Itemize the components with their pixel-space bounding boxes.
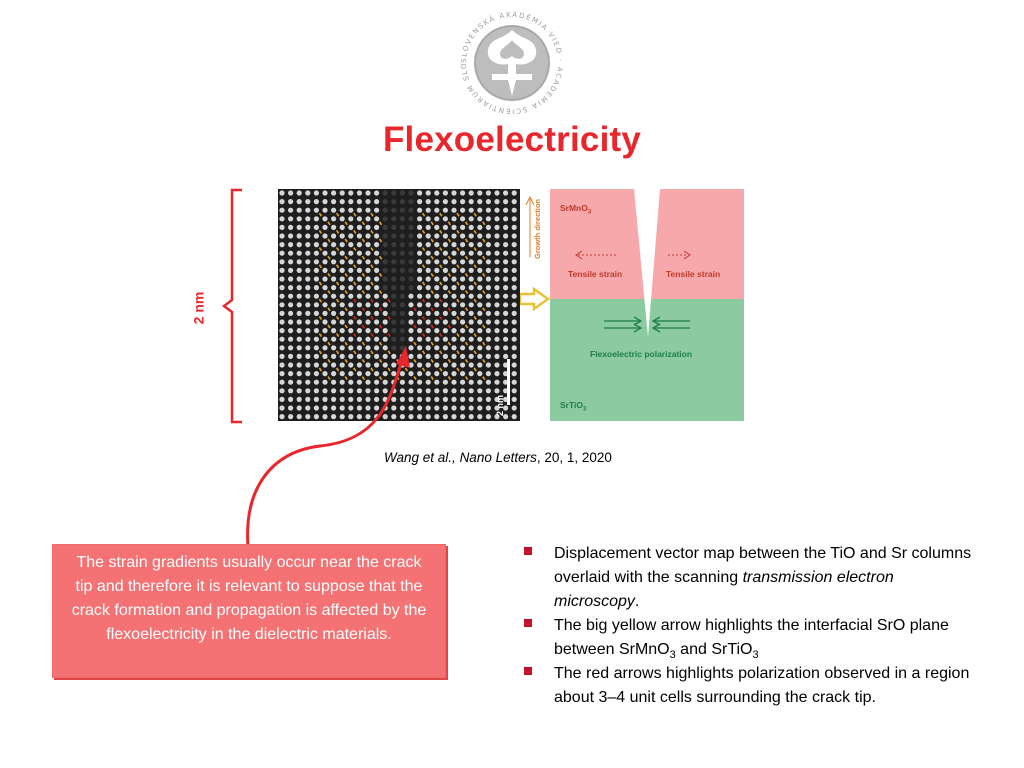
atomic-lattice-map [279,190,517,420]
stem-scalebar-label: 2 nm [495,395,505,417]
stem-scalebar [507,359,510,405]
yellow-interface-arrow [520,286,551,312]
bullet-item: Displacement vector map between the TiO … [520,542,980,614]
bullet-square-icon [524,619,532,627]
srtio3-label: SrTiO3 [560,400,587,413]
growth-direction-label: Growth direction [533,199,542,259]
bullet-item: The red arrows highlights polarization o… [520,662,980,710]
bullet-item: The big yellow arrow highlights the inte… [520,614,980,662]
academy-seal-icon: SLOVENSKÁ AKADÉMIA VIED · ACADEMIA SCIEN… [452,4,562,115]
scale-label: 2 nm [190,291,207,325]
bullet-list: Displacement vector map between the TiO … [520,542,980,710]
page-title: Flexoelectricity [382,120,642,159]
crack-wedge [634,189,660,337]
citation: Wang et al., Nano Letters, 20, 1, 2020 [384,450,612,465]
bullet-square-icon [524,667,532,675]
interface-schematic: SrMnO3 Tensile strain Tensile strain Fle… [520,189,746,423]
scale-bracket [222,188,242,424]
callout-arrow [246,346,410,547]
callout-box: The strain gradients usually occur near … [52,544,446,678]
stem-image: 2 nm [278,189,520,421]
tensile-strain-right-label: Tensile strain [666,269,721,279]
bullet-square-icon [524,547,532,555]
srmno3-label: SrMnO3 [560,203,592,216]
tensile-strain-left-label: Tensile strain [568,269,623,279]
flexoelectric-polarization-label: Flexoelectric polarization [590,349,693,359]
callout-text: The strain gradients usually occur near … [71,554,427,643]
